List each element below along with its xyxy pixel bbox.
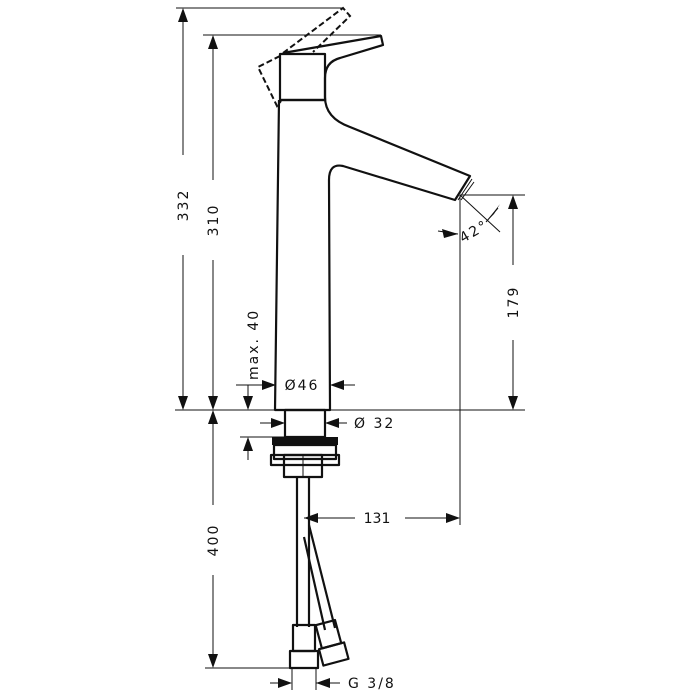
dimension-131: 131 <box>304 511 460 527</box>
dimension-g-3-8-label: G 3/8 <box>348 676 396 692</box>
dimension-310: 310 <box>203 34 381 410</box>
dimension-179: 179 <box>460 194 525 410</box>
dimension-diameter-46-label: Ø46 <box>285 378 320 394</box>
faucet-outline <box>273 34 475 412</box>
dimension-max-40: max. 40 <box>236 309 284 460</box>
dimension-131-label: 131 <box>364 511 391 527</box>
dimension-42-degrees: 42° <box>437 194 501 246</box>
dimension-diameter-46: Ø46 <box>255 378 355 394</box>
mounting-shank <box>269 408 341 479</box>
dimension-332-label: 332 <box>176 189 192 222</box>
dimension-max-40-label: max. 40 <box>246 309 262 380</box>
dimension-310-label: 310 <box>206 204 222 237</box>
dimension-179-label: 179 <box>506 286 522 319</box>
dimension-g-3-8: G 3/8 <box>270 668 396 692</box>
dimension-diameter-32-label: Ø 32 <box>354 416 395 432</box>
lever-alternate-position-dashed <box>256 6 352 108</box>
dimension-400: 400 <box>205 410 300 669</box>
supply-hoses <box>288 477 350 670</box>
dimension-diameter-32: Ø 32 <box>260 416 395 432</box>
dimension-332: 332 <box>176 7 343 410</box>
dimension-400-label: 400 <box>206 524 222 557</box>
